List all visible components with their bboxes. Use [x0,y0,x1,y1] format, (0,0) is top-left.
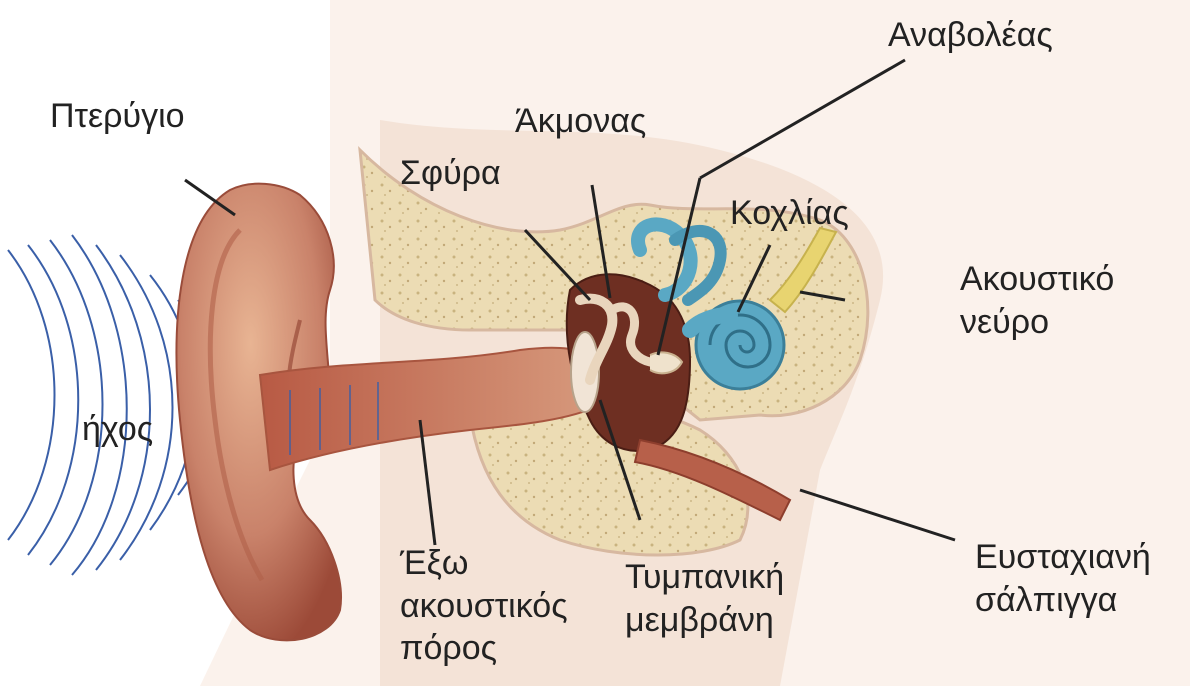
label-ear-canal-line-3: πόρος [400,627,568,670]
label-eustachian-tube-line-1: Ευσταχιανή [975,536,1151,579]
label-pinna: Πτερύγιο [50,95,185,138]
label-malleus: Σφύρα [400,152,501,195]
label-ear-canal-line-1: Έξω [400,542,568,585]
label-ear-canal-line-2: ακουστικός [400,585,568,628]
label-sound: ήχος [82,408,153,451]
label-incus: Άκμονας [515,100,646,143]
label-auditory-nerve-line-1: Ακουστικό [960,258,1114,301]
label-eardrum-line-2: μεμβράνη [625,599,784,642]
label-cochlea: Κοχλίας [730,192,849,235]
label-auditory-nerve-line-2: νεύρο [960,301,1114,344]
label-eardrum-line-1: Τυμπανική [625,556,784,599]
label-eustachian-tube-line-2: σάλπιγγα [975,579,1151,622]
label-auditory-nerve: Ακουστικό νεύρο [960,258,1114,343]
label-stapes: Αναβολέας [888,14,1053,57]
label-eardrum: Τυμπανική μεμβράνη [625,556,784,641]
label-ear-canal: Έξω ακουστικός πόρος [400,542,568,670]
label-eustachian-tube: Ευσταχιανή σάλπιγγα [975,536,1151,621]
